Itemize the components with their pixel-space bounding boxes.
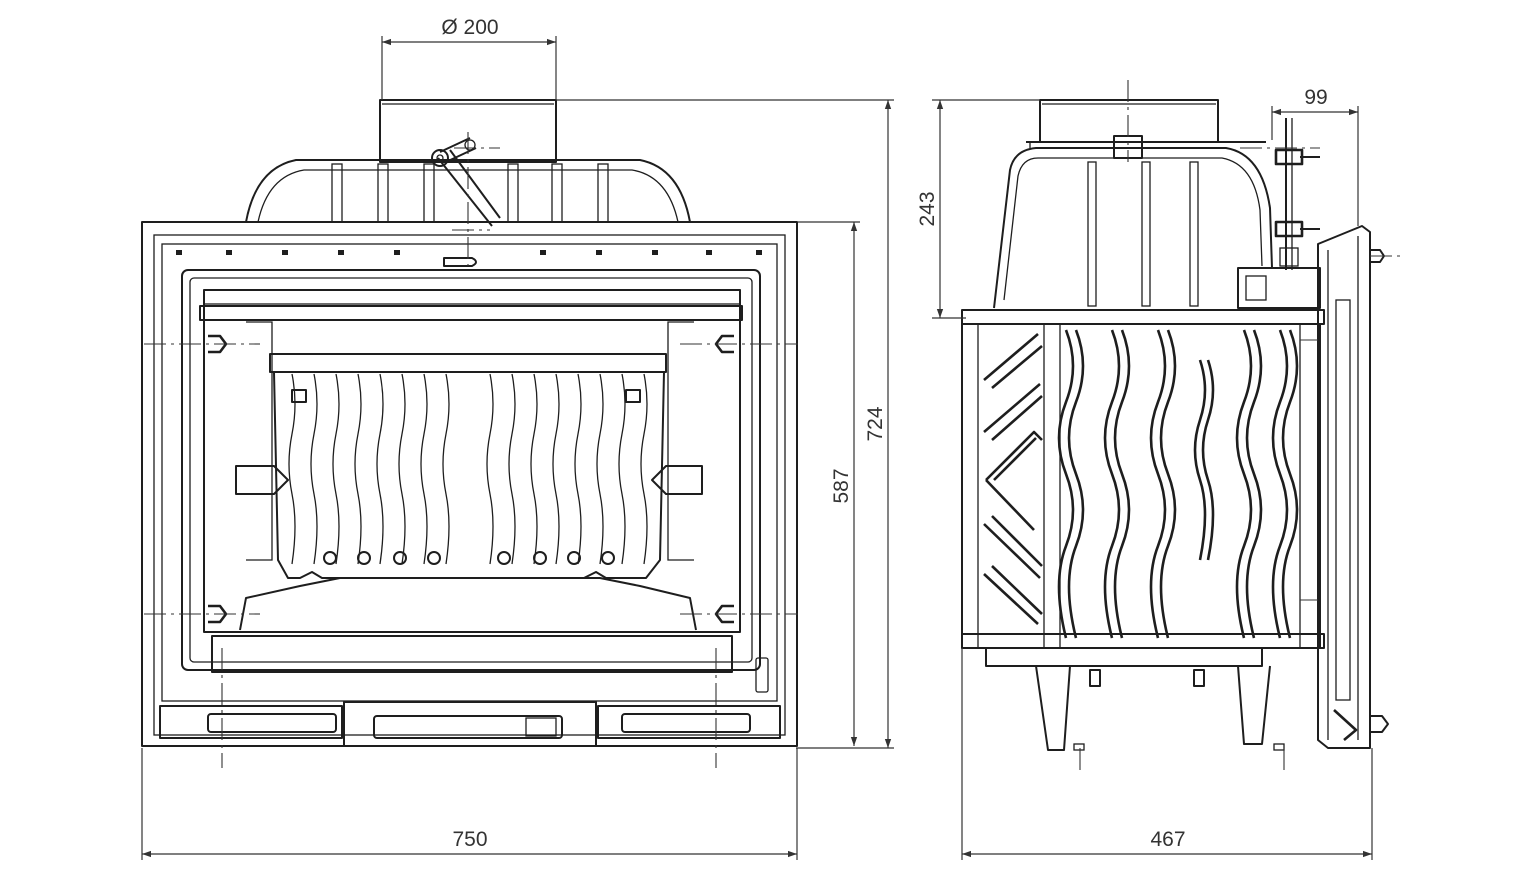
side-top-flange <box>961 309 1325 325</box>
side-wavy-fins <box>1057 329 1299 639</box>
side-centerlines <box>1079 80 1404 770</box>
side-firebox <box>961 323 1321 649</box>
front-side-bracket-left <box>235 465 289 495</box>
dim-rear-offset: 99 <box>1304 86 1327 109</box>
side-hood <box>993 147 1273 309</box>
side-leg-rear <box>1237 665 1271 745</box>
dimension-labels: Ø 200 724 587 750 467 243 99 <box>441 16 1327 851</box>
front-back-flutes <box>288 373 648 565</box>
side-door-frame <box>1317 225 1371 749</box>
dim-total-height: 724 <box>864 406 887 441</box>
front-top-bolts <box>176 250 762 255</box>
side-chevrons <box>983 333 1043 625</box>
side-leg-front <box>1035 665 1071 751</box>
front-outer-frame <box>141 221 798 747</box>
damper-lever <box>431 137 501 227</box>
front-ash-drawer <box>343 701 597 747</box>
dim-side-depth: 467 <box>1150 828 1185 851</box>
front-view <box>141 99 798 768</box>
dim-front-width: 750 <box>452 828 487 851</box>
front-grate <box>239 577 697 631</box>
side-rear-bracket <box>1274 118 1320 270</box>
side-hood-ribs <box>1087 161 1199 307</box>
side-bottom-flange <box>961 633 1325 649</box>
dim-flue-diameter: Ø 200 <box>441 16 498 39</box>
front-back-plate <box>273 371 665 579</box>
side-view <box>961 80 1404 770</box>
front-door-latch <box>443 257 477 267</box>
front-grate-bolts <box>323 551 615 565</box>
dimension-lines <box>141 36 1373 860</box>
dim-top-collar-height: 243 <box>916 191 939 226</box>
front-centerlines <box>144 132 798 768</box>
dim-body-height: 587 <box>830 468 853 503</box>
front-ash-panel-left <box>159 705 343 739</box>
front-door-frame <box>181 269 761 671</box>
front-ash-panel-right <box>597 705 781 739</box>
front-side-bracket-right <box>651 465 703 495</box>
front-hood-ribs <box>331 163 609 223</box>
